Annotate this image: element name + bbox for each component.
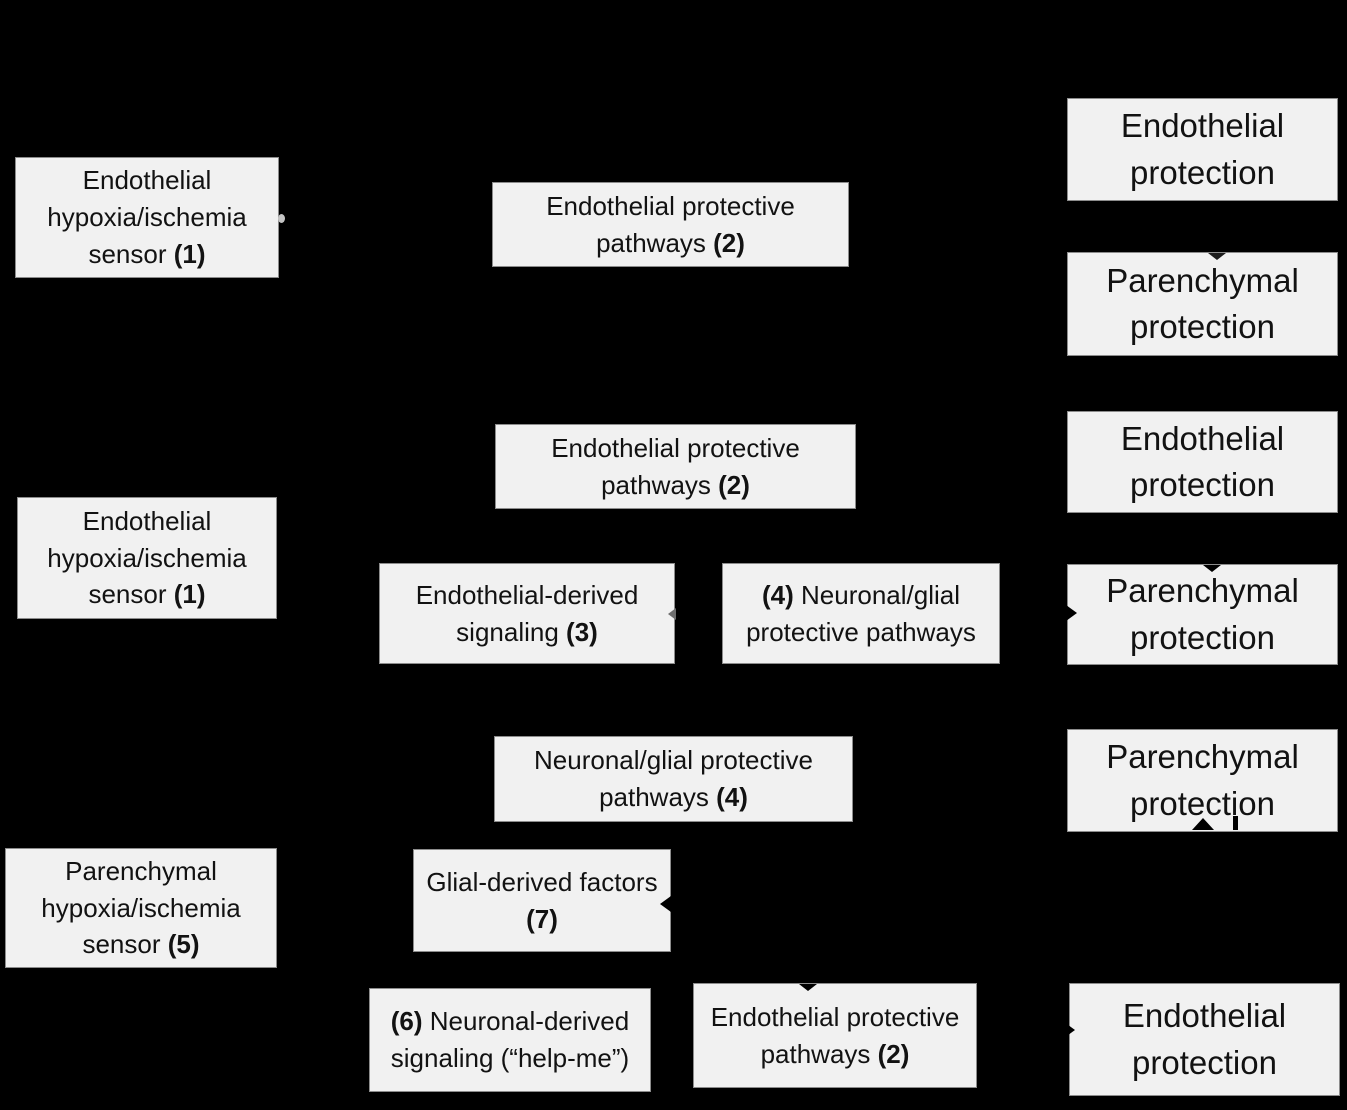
box-label: Endothelial protective pathways (2)	[551, 432, 800, 500]
box-parenchymal-protection-row3: Parenchymal protection	[1067, 729, 1338, 832]
box-label: Endothelial protection	[1120, 107, 1285, 191]
box-label: Endothelial protection	[1122, 997, 1287, 1081]
box-neuronal-derived-signaling-6: (6) Neuronal-derived signaling (“help-me…	[369, 988, 651, 1092]
box-endothelial-hypoxia-sensor-1-top: Endothelial hypoxia/ischemia sensor (1)	[15, 157, 279, 278]
box-glial-derived-factors-7: Glial-derived factors (7)	[413, 849, 671, 952]
arrowhead-right-icon	[1066, 605, 1077, 621]
box-neuronal-glial-protective-pathways-4-right: (4) Neuronal/glial protective pathways	[722, 563, 1000, 664]
box-parenchymal-protection-row1: Parenchymal protection	[1067, 252, 1338, 356]
arrowhead-up-icon	[1192, 818, 1214, 830]
box-endothelial-protective-pathways-2-top: Endothelial protective pathways (2)	[492, 182, 849, 267]
box-endothelial-hypoxia-sensor-1-mid: Endothelial hypoxia/ischemia sensor (1)	[17, 497, 277, 619]
box-label: Glial-derived factors (7)	[426, 866, 658, 934]
arrowhead-down-icon	[1208, 253, 1226, 260]
arrow-shaft-artifact	[1233, 816, 1238, 830]
box-label: Endothelial protective pathways (2)	[546, 190, 795, 258]
arrowhead-down-icon	[1203, 565, 1221, 572]
box-endothelial-derived-signaling-3: Endothelial-derived signaling (3)	[379, 563, 675, 664]
box-endothelial-protective-pathways-2-mid: Endothelial protective pathways (2)	[495, 424, 856, 509]
box-neuronal-glial-protective-pathways-4-mid: Neuronal/glial protective pathways (4)	[494, 736, 853, 822]
arrowhead-right-icon	[1064, 1022, 1075, 1038]
box-endothelial-protective-pathways-2-bottom: Endothelial protective pathways (2)	[693, 983, 977, 1088]
box-label: Parenchymal protection	[1106, 572, 1299, 656]
box-label: Parenchymal protection	[1106, 261, 1299, 345]
box-label: (4) Neuronal/glial protective pathways	[746, 579, 976, 647]
box-label: Endothelial protection	[1120, 419, 1285, 503]
box-label: Parenchymal hypoxia/ischemia sensor (5)	[41, 855, 241, 960]
box-label: Endothelial hypoxia/ischemia sensor (1)	[47, 505, 247, 610]
box-endothelial-protection-row2: Endothelial protection	[1067, 411, 1338, 513]
box-endothelial-protection-row1: Endothelial protection	[1067, 98, 1338, 201]
box-label: Endothelial hypoxia/ischemia sensor (1)	[47, 165, 247, 269]
box-parenchymal-hypoxia-sensor-5: Parenchymal hypoxia/ischemia sensor (5)	[5, 848, 277, 968]
box-parenchymal-protection-row2: Parenchymal protection	[1067, 564, 1338, 665]
box-label: Neuronal/glial protective pathways (4)	[534, 745, 813, 812]
box-label: Endothelial-derived signaling (3)	[415, 579, 639, 647]
box-label: (6) Neuronal-derived signaling (“help-me…	[390, 1006, 630, 1073]
box-endothelial-protection-bottom: Endothelial protection	[1069, 983, 1340, 1096]
box-label: Parenchymal protection	[1106, 738, 1299, 822]
arrow-tail-artifact	[278, 214, 285, 223]
box-label: Endothelial protective pathways (2)	[710, 1001, 960, 1069]
arrowhead-left-icon	[668, 608, 676, 620]
arrowhead-left-icon	[660, 896, 671, 912]
arrowhead-down-icon	[799, 984, 817, 991]
